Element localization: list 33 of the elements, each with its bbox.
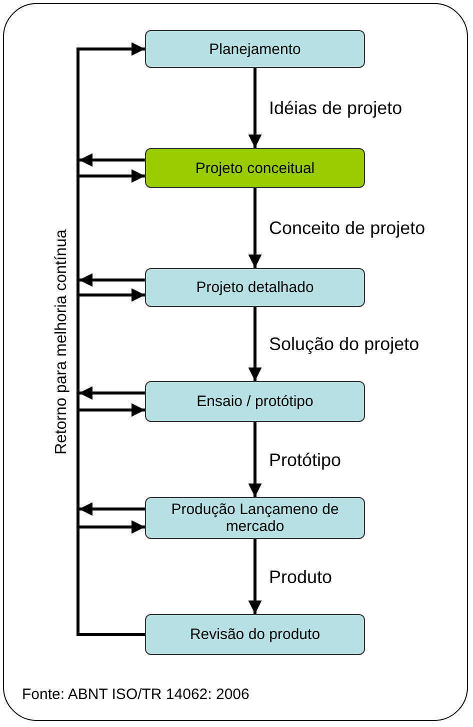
box-label: Planejamento: [209, 40, 301, 58]
arrow: [79, 273, 145, 287]
arrow: [248, 68, 262, 148]
process-box: [145, 30, 365, 68]
arrow: [78, 520, 145, 534]
box-label: Produção Lançameno de mercado: [170, 501, 340, 535]
edge-label: Protótipo: [269, 448, 342, 470]
process-box: [145, 148, 365, 188]
arrow: [248, 539, 262, 614]
edge-label: Retorno para melhoria contínua: [53, 229, 71, 454]
arrow: [79, 502, 145, 516]
edge-label: Solução do projeto: [269, 333, 420, 355]
box-label: Revisão do produto: [190, 626, 320, 643]
arrow: [78, 288, 145, 302]
edge-label: Produto: [269, 566, 332, 588]
arrow: [248, 422, 262, 497]
process-box: [145, 497, 365, 539]
process-box: [145, 614, 365, 655]
edge-label: Conceito de projeto: [269, 217, 426, 239]
arrow: [79, 386, 145, 400]
box-label: Projeto conceitual: [195, 160, 315, 176]
arrow: [78, 403, 145, 417]
arrow: [79, 153, 145, 167]
source-caption: Fonte: ABNT ISO/TR 14062: 2006: [22, 686, 250, 703]
process-box: [145, 381, 365, 422]
box-label: Ensaio / protótipo: [196, 393, 314, 410]
edge-label: Idéias de projeto: [269, 97, 402, 119]
arrow: [78, 169, 145, 183]
box-label: Projeto detalhado: [196, 279, 314, 296]
arrow: [248, 307, 262, 381]
arrow: [248, 188, 262, 268]
process-box: [145, 268, 365, 307]
arrow: [76, 42, 145, 636]
